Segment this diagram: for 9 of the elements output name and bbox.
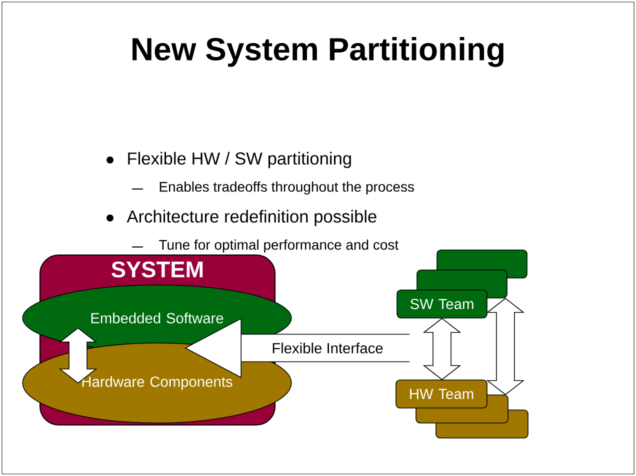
bullet-text: Architecture redefinition possible (126, 210, 376, 226)
block-arrow (58, 328, 98, 384)
bullet-text: Enables tradeoffs throughout the process (160, 181, 414, 195)
slide-title: New System Partitioning (132, 37, 504, 67)
team-box: SW Team (396, 290, 488, 318)
bullet-text: Tune for optimal performance and cost (159, 239, 398, 253)
bullet-text: Flexible HW / SW partitioning (128, 152, 351, 168)
team-box: HW Team (396, 380, 488, 408)
panel-heading: SYSTEM (112, 261, 203, 278)
